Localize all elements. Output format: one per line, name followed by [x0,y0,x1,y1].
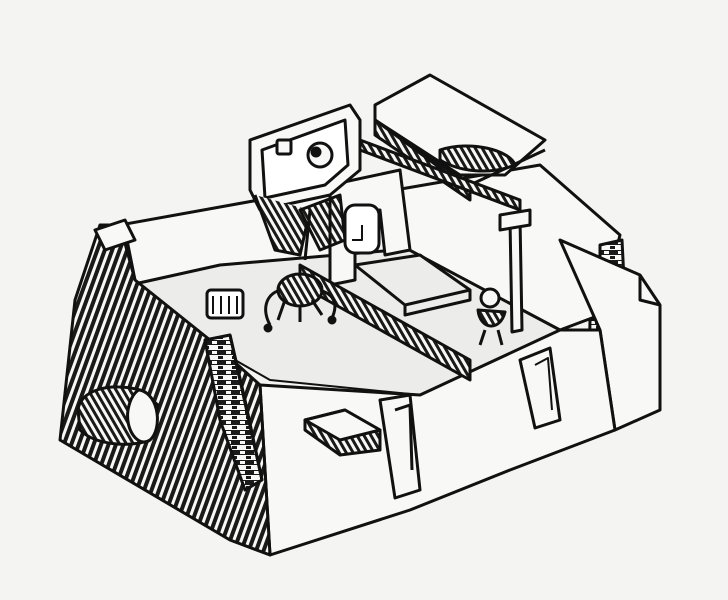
crab-creature-icon [263,272,337,333]
support-post [508,216,524,334]
machine-device [248,103,362,261]
wall-window-left [205,288,245,320]
partition-wall [328,168,412,287]
left-outer-wall [58,223,272,557]
barrel-icon [76,385,160,446]
ceiling-rail [358,138,522,212]
front-wall-notch-2 [518,346,562,430]
left-wall-ledge [93,218,137,252]
small-figure-icon [476,287,507,346]
